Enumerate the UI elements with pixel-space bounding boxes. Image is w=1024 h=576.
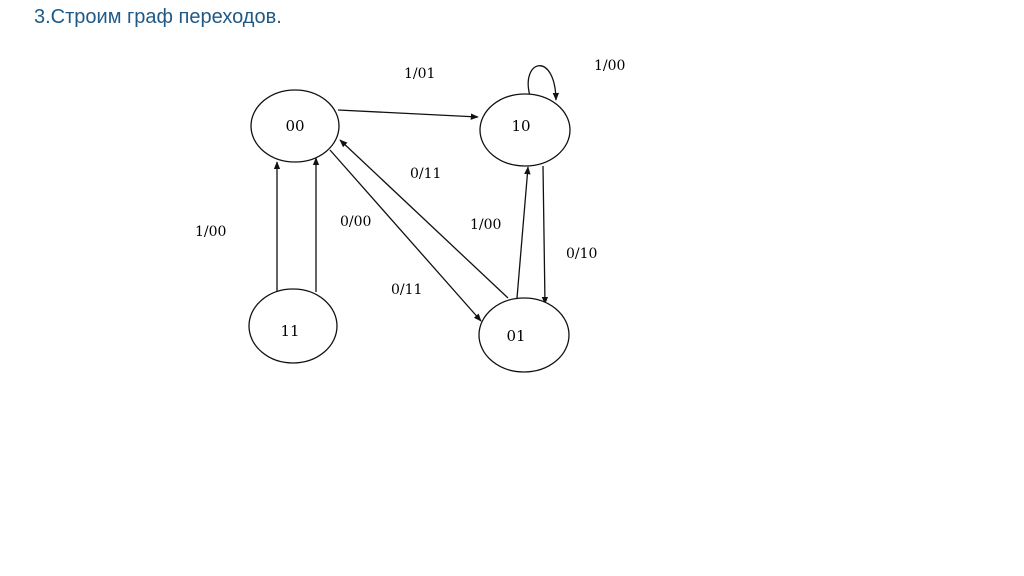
state-node-10 <box>479 93 571 167</box>
state-label-00: 00 <box>285 117 304 135</box>
edge-label-01-to-00: 0/11 <box>410 166 441 182</box>
edge-label-00-to-10: 1/01 <box>404 66 435 82</box>
edge-label-11-to-00-right: 0/00 <box>340 214 371 230</box>
edge-01-to-10 <box>516 166 531 299</box>
edge-10-to-01 <box>541 165 549 305</box>
edge-00-to-01 <box>329 149 482 322</box>
edge-label-10-self-loop: 1/00 <box>594 58 625 74</box>
edge-label-01-to-10: 1/00 <box>470 217 501 233</box>
edge-00-to-10 <box>337 109 479 120</box>
edge-10-self-loop <box>527 65 560 101</box>
state-label-10: 10 <box>511 117 530 135</box>
state-node-01 <box>478 297 570 373</box>
slide-title: 3.Строим граф переходов. <box>34 6 282 28</box>
state-node-11 <box>248 288 338 364</box>
edge-label-00-to-01: 0/11 <box>391 282 422 298</box>
edge-label-11-to-00-left: 1/00 <box>195 224 226 240</box>
state-label-01: 01 <box>506 327 525 345</box>
edge-label-10-to-01: 0/10 <box>566 246 597 262</box>
edge-01-to-00 <box>339 139 509 299</box>
state-label-11: 11 <box>280 322 299 340</box>
state-node-00 <box>250 89 340 163</box>
